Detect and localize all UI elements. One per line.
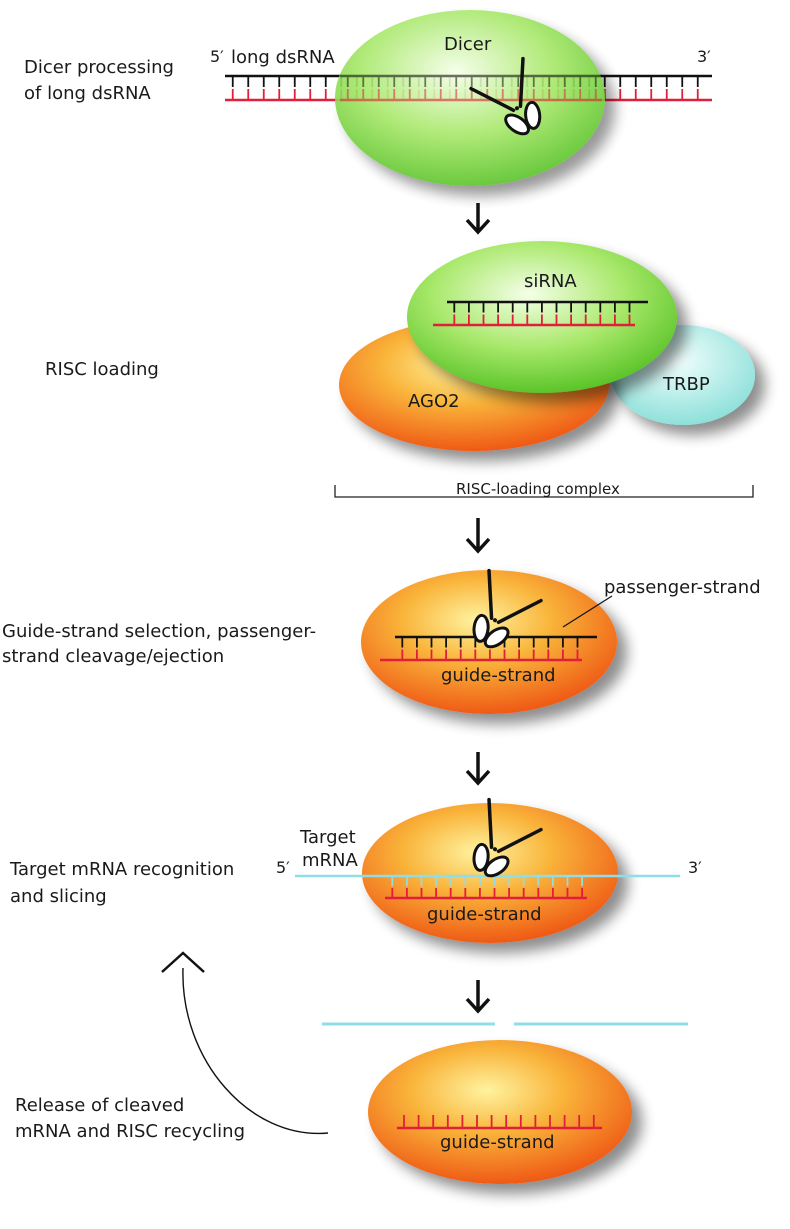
mrna-five-prime-label: 5′: [276, 858, 290, 877]
step1-label-line2: of long dsRNA: [24, 83, 151, 104]
guide-strand-label-step4: guide-strand: [427, 904, 542, 925]
step4-label-line1: Target mRNA recognition: [9, 859, 234, 880]
trbp-label: TRBP: [662, 374, 710, 395]
ago2-blob-step5: [368, 1040, 632, 1184]
three-prime-label: 3′: [697, 47, 711, 66]
step3-label-line1: Guide-strand selection, passenger-: [2, 621, 316, 642]
sirna-label: siRNA: [524, 271, 577, 292]
passenger-guide-duplex: [380, 635, 597, 662]
step1-label-line1: Dicer processing: [24, 57, 174, 78]
target-mrna-label-line2: mRNA: [302, 850, 359, 871]
guide-strand-alone: [397, 1115, 602, 1130]
mrna-three-prime-label: 3′: [688, 858, 702, 877]
risc-loading-complex-bracket: [334, 485, 754, 498]
step5-label-line1: Release of cleaved: [15, 1095, 184, 1116]
step5-label-line2: mRNA and RISC recycling: [15, 1121, 245, 1142]
step4-label-line2: and slicing: [10, 886, 107, 907]
recycle-arrow-icon: [161, 951, 329, 1135]
guide-strand-label-step3: guide-strand: [441, 665, 556, 686]
down-arrow-icon: [465, 980, 491, 1014]
risc-loading-complex-label: RISC-loading complex: [456, 480, 620, 498]
long-dsrna-label: long dsRNA: [231, 47, 335, 68]
long-dsrna-overlay: [340, 74, 602, 102]
passenger-strand-pointer: [562, 595, 613, 628]
down-arrow-icon: [465, 518, 491, 554]
guide-strand-label-step5: guide-strand: [440, 1132, 555, 1153]
sirna-duplex: [433, 300, 648, 327]
five-prime-label: 5′: [210, 47, 224, 66]
ago2-label: AGO2: [408, 391, 460, 412]
down-arrow-icon: [465, 203, 491, 235]
down-arrow-icon: [465, 752, 491, 786]
dicer-blob: [335, 10, 605, 186]
dicer-label: Dicer: [444, 34, 492, 55]
step3-label-line2: strand cleavage/ejection: [2, 646, 224, 667]
passenger-strand-label: passenger-strand: [604, 577, 761, 598]
target-mrna-label-line1: Target: [299, 827, 356, 848]
step2-label: RISC loading: [45, 359, 159, 380]
